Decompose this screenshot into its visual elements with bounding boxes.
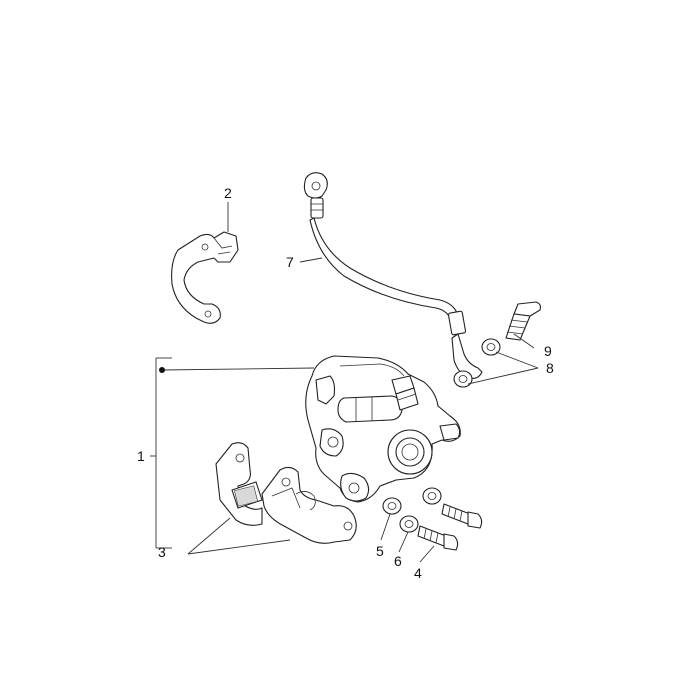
part-3-brake-pad-right[interactable] (261, 466, 357, 544)
part-5-washer-2[interactable] (422, 487, 442, 505)
part-4-bolt-upper[interactable] (441, 503, 483, 529)
callout-7[interactable]: 7 (286, 254, 294, 270)
part-5-washer[interactable] (382, 497, 402, 515)
callout-3[interactable]: 3 (158, 544, 166, 560)
part-9-banjo-bolt[interactable] (505, 301, 542, 341)
callout-9[interactable]: 9 (544, 343, 552, 359)
callout-5[interactable]: 5 (376, 543, 384, 559)
callout-1[interactable]: 1 (137, 448, 145, 464)
callout-6[interactable]: 6 (394, 553, 402, 569)
reference-dot (159, 367, 165, 373)
leader-lines (150, 202, 539, 563)
part-8-washer-upper[interactable] (481, 338, 501, 356)
callout-4[interactable]: 4 (414, 565, 422, 581)
part-6-washer[interactable] (399, 515, 419, 533)
part-2-bracket[interactable] (171, 231, 239, 324)
callout-2[interactable]: 2 (224, 185, 232, 201)
part-7-brake-hose[interactable] (303, 172, 483, 379)
callout-8[interactable]: 8 (546, 360, 554, 376)
part-3-brake-pad-left[interactable] (215, 442, 263, 526)
part-8-washer-lower[interactable] (453, 370, 473, 388)
part-4-bolt-lower[interactable] (417, 525, 459, 551)
part-1-brake-caliper[interactable] (305, 355, 461, 503)
